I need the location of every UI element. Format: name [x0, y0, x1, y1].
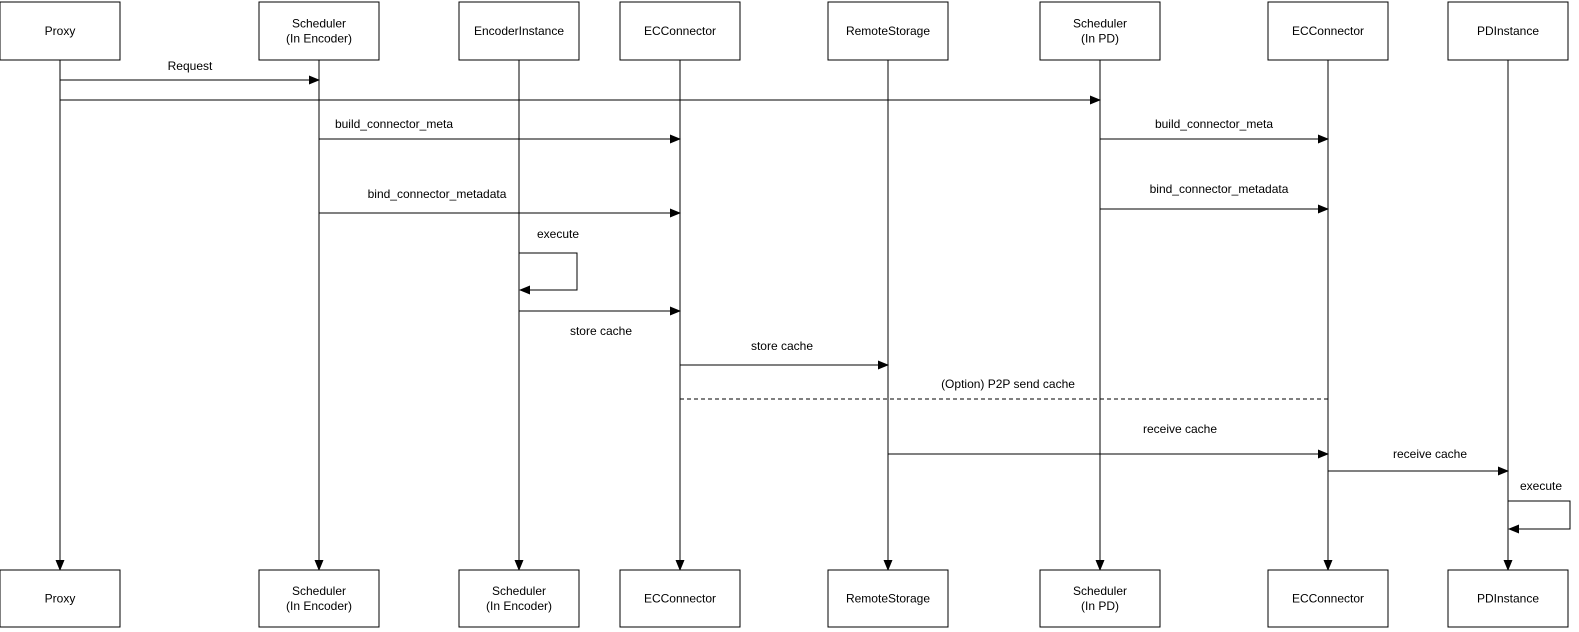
actor-bottom-box-pd-instance: [1447, 569, 1569, 628]
actor-bottom-box-encoder-instance: [458, 569, 580, 628]
actor-top-label-ec-connector-encoder: ECConnector: [644, 24, 716, 38]
actor-top-label-pd-instance: PDInstance: [1477, 24, 1539, 38]
actor-top-box-remote-storage: [827, 1, 949, 61]
message-receive-cache-pd: receive cache: [1328, 447, 1509, 476]
actor-top-box-encoder-instance: [458, 1, 580, 61]
message-receive-cache-remote: receive cache: [888, 422, 1329, 459]
message-store-cache-instance: store cache: [519, 306, 681, 338]
actor-bottom-label-scheduler-encoder: Scheduler(In Encoder): [286, 584, 352, 613]
self-message-arrow-execute-encoder: [519, 252, 578, 295]
actor-top-label-proxy: Proxy: [45, 24, 76, 38]
lifelines-layer: [55, 60, 1513, 571]
messages-layer: Request build_connector_meta build_connect…: [60, 59, 1571, 534]
actor-bottom-label-encoder-instance: Scheduler(In Encoder): [486, 584, 552, 613]
message-label-execute-encoder: execute: [537, 227, 579, 241]
actor-scheduler-encoder: Scheduler(In Encoder) Scheduler(In Encode…: [258, 1, 380, 628]
actor-top-label-scheduler-pd: Scheduler(In PD): [1073, 17, 1127, 46]
message-label-build-connector-meta-enc: build_connector_meta: [335, 117, 453, 131]
message-label-execute-pd: execute: [1520, 479, 1562, 493]
actor-scheduler-pd: Scheduler(In PD) Scheduler(In PD): [1039, 1, 1161, 628]
actor-bottom-label-pd-instance: PDInstance: [1477, 592, 1539, 606]
message-label-bind-connector-metadata-enc: bind_connector_metadata: [368, 187, 507, 201]
message-request: Request: [60, 59, 320, 85]
actor-top-box-ec-connector-pd: [1267, 1, 1389, 61]
actor-bottom-box-proxy: [0, 569, 121, 628]
message-label-build-connector-meta-pd: build_connector_meta: [1155, 117, 1273, 131]
actor-bottom-box-scheduler-pd: [1039, 569, 1161, 628]
actor-top-label-encoder-instance: EncoderInstance: [474, 24, 564, 38]
message-build-connector-meta-pd: build_connector_meta: [1100, 117, 1329, 144]
actor-top-label-scheduler-encoder: Scheduler(In Encoder): [286, 17, 352, 46]
message-build-connector-meta-enc: build_connector_meta: [319, 117, 681, 144]
actor-bottom-box-scheduler-encoder: [258, 569, 380, 628]
message-execute-pd: execute: [1508, 479, 1571, 534]
actor-top-box-pd-instance: [1447, 1, 1569, 61]
message-label-receive-cache-pd: receive cache: [1393, 447, 1467, 461]
actor-bottom-box-ec-connector-encoder: [619, 569, 741, 628]
actor-top-box-scheduler-pd: [1039, 1, 1161, 61]
message-bind-connector-metadata-enc: bind_connector_metadata: [319, 187, 681, 218]
actor-top-box-scheduler-encoder: [258, 1, 380, 61]
actor-bottom-label-scheduler-pd: Scheduler(In PD): [1073, 584, 1127, 613]
message-label-receive-cache-remote: receive cache: [1143, 422, 1217, 436]
actor-top-label-ec-connector-pd: ECConnector: [1292, 24, 1364, 38]
actor-bottom-label-proxy: Proxy: [45, 592, 76, 606]
message-label-store-cache-instance: store cache: [570, 324, 632, 338]
message-execute-encoder: execute: [519, 227, 579, 295]
message-bind-connector-metadata-pd: bind_connector_metadata: [1100, 182, 1329, 214]
message-label-store-cache-remote: store cache: [751, 339, 813, 353]
actor-bottom-box-remote-storage: [827, 569, 949, 628]
actor-bottom-label-ec-connector-encoder: ECConnector: [644, 592, 716, 606]
message-label-request: Request: [168, 59, 213, 73]
actor-bottom-label-ec-connector-pd: ECConnector: [1292, 592, 1364, 606]
actor-bottom-label-remote-storage: RemoteStorage: [846, 592, 930, 606]
actor-top-label-remote-storage: RemoteStorage: [846, 24, 930, 38]
message-label-bind-connector-metadata-pd: bind_connector_metadata: [1150, 182, 1289, 196]
actor-bottom-box-ec-connector-pd: [1267, 569, 1389, 628]
message-store-cache-remote: store cache: [680, 339, 889, 370]
actor-top-box-ec-connector-encoder: [619, 1, 741, 61]
self-message-arrow-execute-pd: [1508, 500, 1571, 534]
actor-top-box-proxy: [0, 1, 121, 61]
message-p2p-send-cache: (Option) P2P send cache: [680, 377, 1328, 400]
message-label-p2p-send-cache: (Option) P2P send cache: [941, 377, 1075, 391]
